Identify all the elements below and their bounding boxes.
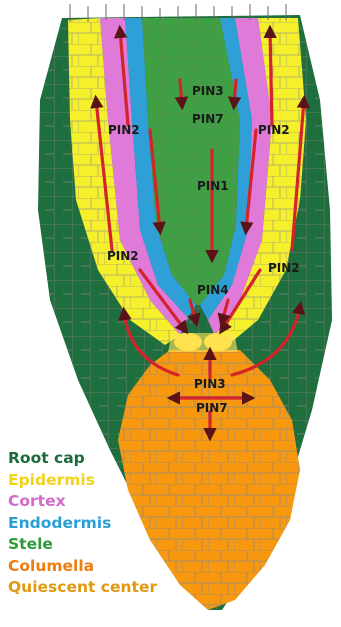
arrow-pin3-left: [180, 80, 182, 105]
legend-cortex: Cortex: [8, 491, 157, 513]
label-pin1: PIN1: [197, 179, 229, 193]
label-pin2-lower-right: PIN2: [268, 261, 300, 275]
label-pin7-bottom: PIN7: [196, 401, 228, 415]
arrow-pin3-right: [234, 80, 236, 105]
legend-epidermis: Epidermis: [8, 470, 157, 492]
quiescent-center-tissue: [168, 333, 238, 352]
label-pin2-upper-left: PIN2: [108, 123, 140, 137]
label-pin7-top: PIN7: [192, 112, 224, 126]
legend-columella: Columella: [8, 556, 157, 578]
legend: Root cap Epidermis Cortex Endodermis Ste…: [8, 448, 157, 599]
legend-stele: Stele: [8, 534, 157, 556]
legend-quiescent-center: Quiescent center: [8, 577, 157, 599]
label-pin3-bottom: PIN3: [194, 377, 226, 391]
label-pin3-top: PIN3: [192, 84, 224, 98]
label-pin2-upper-right: PIN2: [258, 123, 290, 137]
label-pin2-lower-left: PIN2: [107, 249, 139, 263]
legend-endodermis: Endodermis: [8, 513, 157, 535]
label-pin4: PIN4: [197, 283, 229, 297]
arrow-up-right-top: [270, 30, 272, 125]
legend-root-cap: Root cap: [8, 448, 157, 470]
